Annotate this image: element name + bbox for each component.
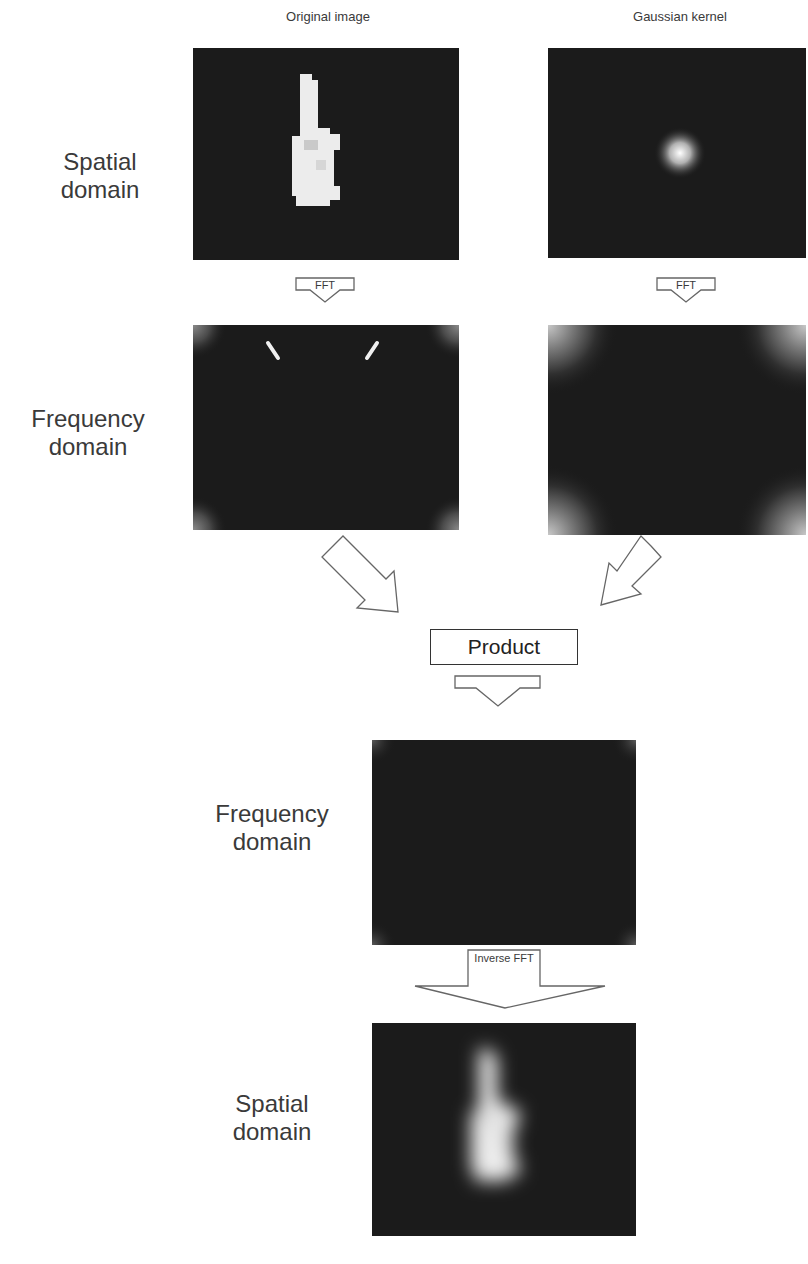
inverse-fft-label: Inverse FFT [471,952,537,965]
pointer-mark [367,343,377,358]
domain-label: Spatial domain [25,148,175,203]
fft-arrow [296,278,354,302]
fft-label: FFT [658,279,714,292]
down-arrow [455,676,540,706]
domain-label: Spatial domain [197,1090,347,1145]
fft-arrow [657,278,715,302]
inverse-fft-arrow [415,950,605,1008]
blurred-image [372,1023,636,1236]
domain-label: Frequency domain [187,800,357,855]
domain-label: Frequency domain [3,405,173,460]
pointer-mark [268,343,278,358]
column-heading: Gaussian kernel [590,10,770,25]
gaussian-kernel-image [548,48,806,258]
hand-shape [292,74,340,206]
product-spectrum [372,740,636,945]
gaussian-blob [654,127,706,179]
fft-label: FFT [297,279,353,292]
box-text: Product [468,635,540,659]
original-image [193,48,459,260]
column-heading: Original image [238,10,418,25]
hollow-arrow [322,536,398,612]
hollow-arrow [601,536,661,605]
original-spectrum [193,325,459,530]
kernel-spectrum [548,325,806,535]
process-box: Product [430,629,578,665]
